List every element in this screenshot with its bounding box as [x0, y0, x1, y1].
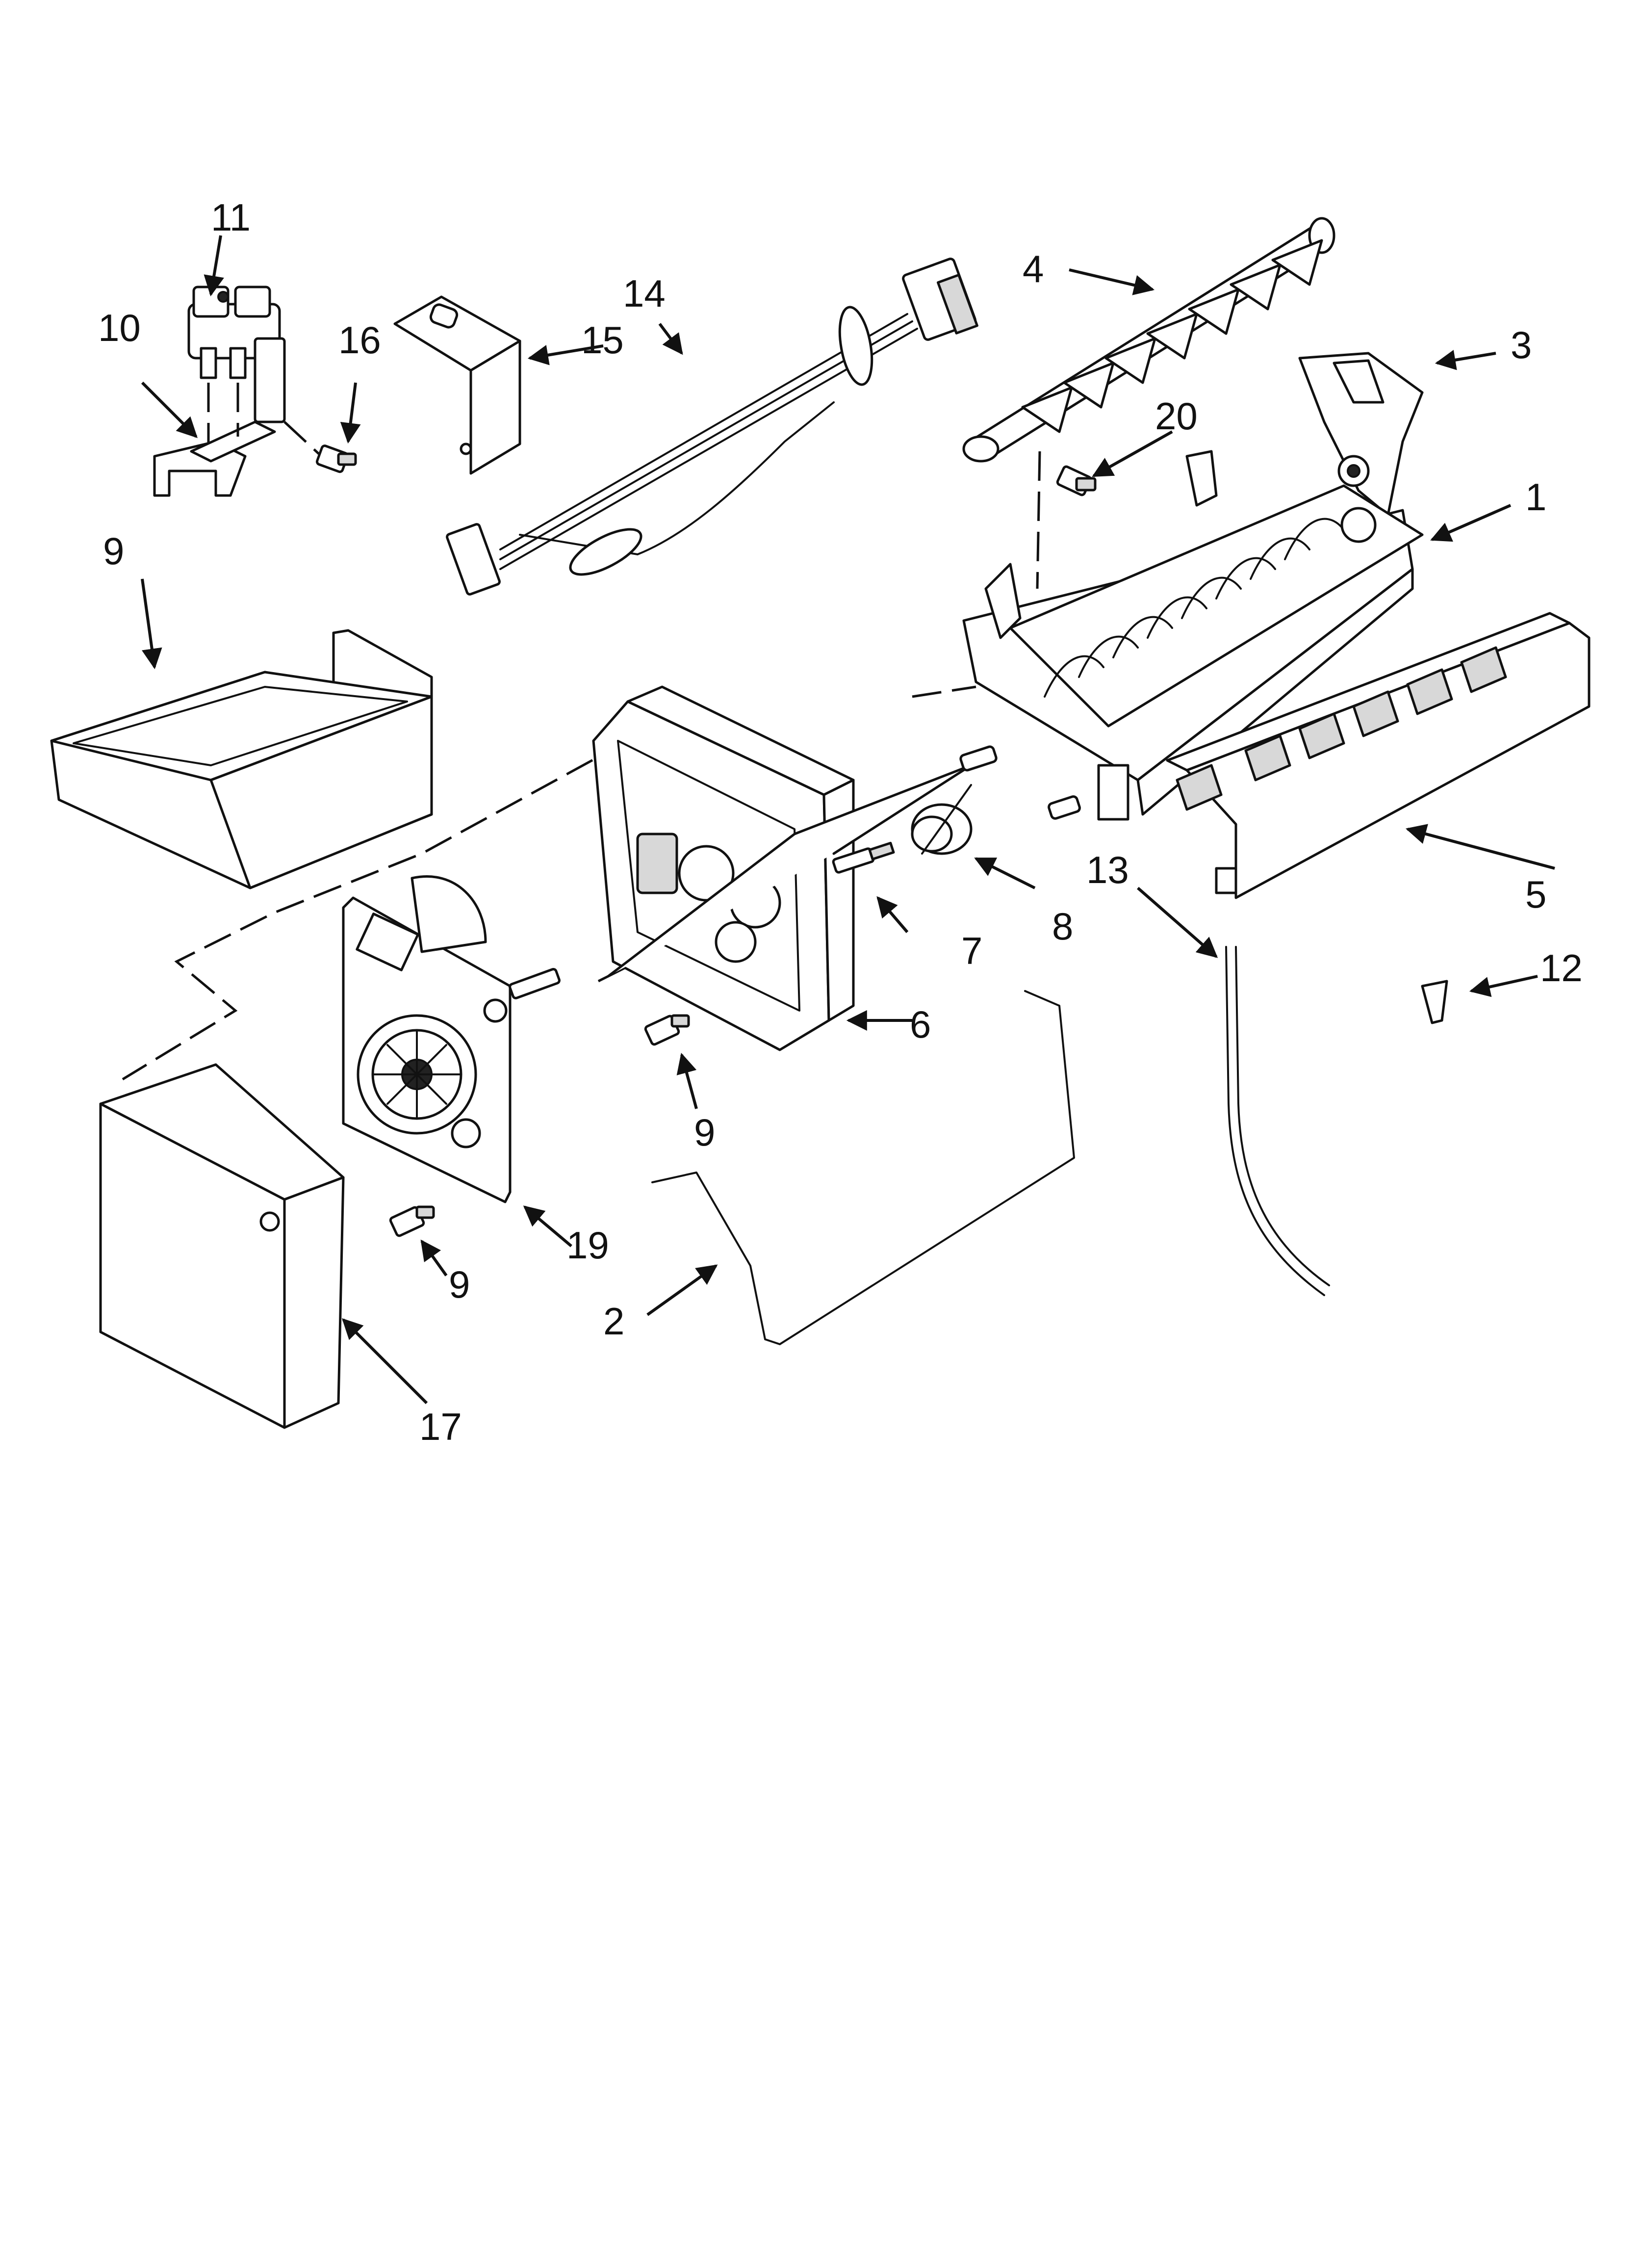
callout-16: 15	[581, 318, 624, 362]
callout-19: 19	[566, 1224, 609, 1267]
callout-8: 8	[1052, 905, 1073, 948]
water-valve-part	[187, 286, 286, 423]
callout-17: 16	[338, 318, 381, 362]
thermostat-8-part	[911, 745, 1081, 855]
callout-3: 3	[1511, 323, 1532, 366]
callout-labels: 11 10 16 15 14 4 3 20 1 9 5 13 12 7 8 6 …	[98, 196, 1583, 1448]
callout-4: 4	[1023, 247, 1044, 290]
callout-9b: 9	[449, 1263, 470, 1306]
wire-bracket-16-part	[393, 295, 521, 475]
callout-9a: 9	[694, 1111, 715, 1154]
callout-7: 7	[961, 929, 982, 972]
callout-leaders	[141, 235, 1555, 1405]
screw-9b-part	[389, 1205, 435, 1237]
ejector-4-part	[962, 217, 1335, 463]
callout-20: 20	[1155, 394, 1198, 438]
cover-18-part	[99, 1063, 345, 1429]
callout-1: 1	[1525, 475, 1546, 519]
ice-bin-10-part	[50, 629, 433, 889]
screw-9a-part	[644, 1014, 690, 1046]
wire-harness-15-part	[446, 258, 978, 596]
front-cover-5-part	[1166, 612, 1591, 899]
callout-10: 9	[103, 529, 124, 573]
valve-bracket-part	[153, 420, 276, 497]
callout-14: 13	[1086, 848, 1129, 891]
callout-15: 14	[623, 272, 666, 315]
housing-6-part	[592, 685, 973, 1051]
callout-18: 17	[419, 1405, 462, 1448]
callout-11: 10	[98, 306, 141, 349]
plug-13-part	[1421, 980, 1448, 1024]
pin-7-part	[832, 841, 895, 874]
fill-tube-14-part	[1225, 946, 1325, 1296]
callout-2: 2	[603, 1300, 624, 1343]
callout-5: 5	[1525, 873, 1546, 916]
callout-6: 6	[910, 1003, 931, 1046]
cover-3-part	[1298, 352, 1424, 517]
motor-plate-19-part	[342, 875, 561, 1203]
bail-arm-2-part	[651, 990, 1075, 1345]
callout-12: 11	[211, 196, 251, 239]
screw-20-part	[1056, 465, 1097, 496]
screw-17-part	[315, 444, 357, 473]
callout-13: 12	[1540, 946, 1583, 990]
